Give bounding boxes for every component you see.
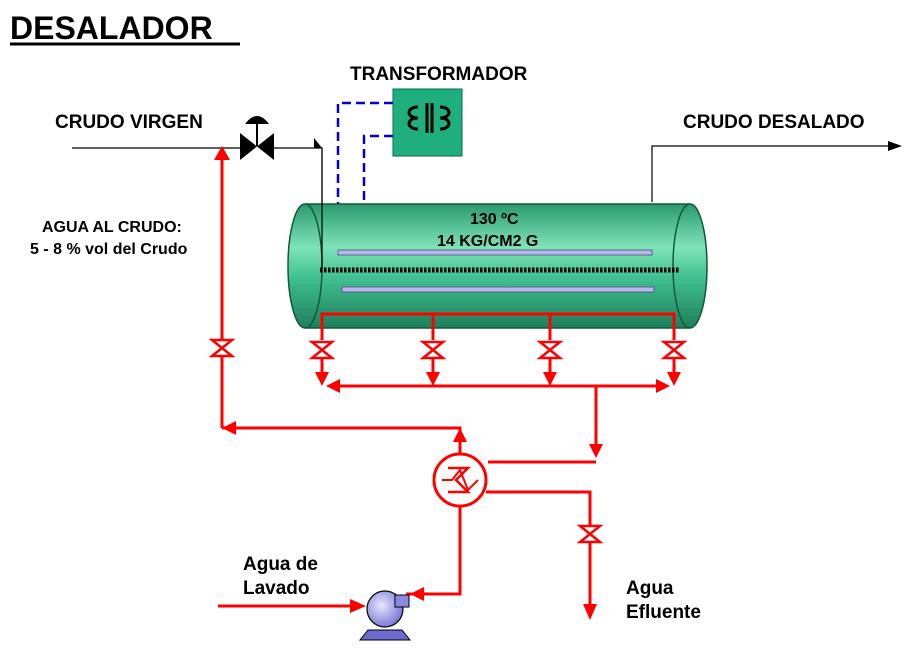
drain-valve-2 [419,340,447,360]
wash-water-label: Agua de [243,554,318,575]
crude-in-label: CRUDO VIRGEN [55,112,203,133]
transformer-coil-icon [407,103,451,133]
water-to-crude-ratio: 5 - 8 % vol del Crudo [30,241,188,258]
crude-out-label: CRUDO DESALADO [683,112,865,133]
effluent-line [486,490,604,620]
lower-electrode [341,286,655,293]
wash-water-return-line [222,421,467,454]
control-valve [240,116,274,160]
upper-electrode [337,249,653,256]
effluent-valve [576,524,604,544]
transformer-label: TRANSFORMADOR [350,64,528,85]
temperature-label: 130 ºC [470,211,519,228]
pressure-label: 14 KG/CM2 G [437,233,538,250]
drain-header [308,312,688,458]
transformer [392,88,463,157]
crude-out-line [651,141,902,202]
water-to-crude-label: AGUA AL CRUDO: [42,219,182,236]
page-title: DESALADOR [10,10,213,46]
effluent-label: Agua [626,578,674,599]
wash-water-label-2: Lavado [243,578,310,599]
drain-valve-3 [536,340,564,360]
wash-water-inlet-line [218,506,462,613]
effluent-label-2: Efluente [626,602,701,623]
heat-exchanger [432,452,596,508]
water-to-crude-line [214,146,230,428]
desalter-vessel: 130 ºC 14 KG/CM2 G [287,148,708,329]
wash-water-pump [358,590,412,641]
drain-valve-4 [660,340,688,360]
water-to-crude-valve [208,338,236,358]
drain-valve-1 [308,340,336,360]
